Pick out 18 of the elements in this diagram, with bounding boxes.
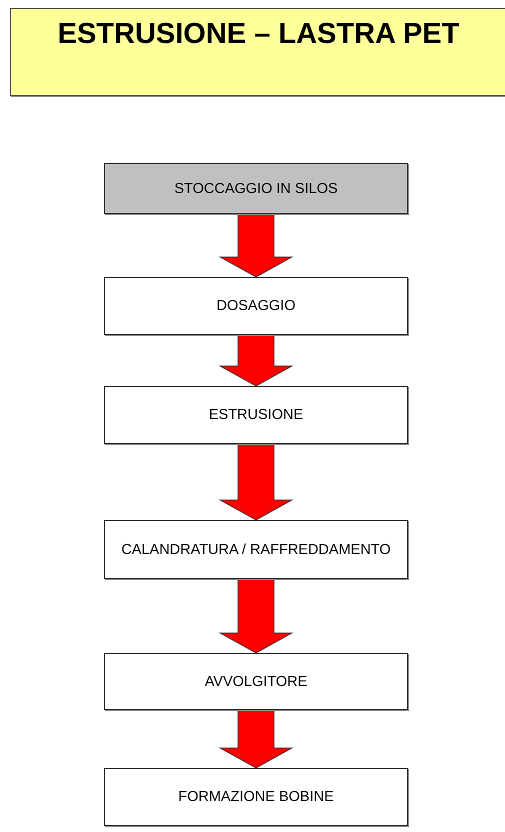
block-arrow <box>218 710 294 768</box>
process-box <box>104 653 408 710</box>
block-arrow <box>218 578 294 654</box>
process-label: STOCCAGGIO IN SILOS <box>174 180 338 198</box>
block-arrow <box>218 444 294 520</box>
process-box <box>104 520 408 579</box>
process-label: FORMAZIONE BOBINE <box>178 788 334 807</box>
block-arrow <box>218 214 294 278</box>
process-box <box>104 386 408 444</box>
title-text: ESTRUSIONE – LASTRA PET <box>56 17 460 52</box>
block-arrow <box>218 334 294 386</box>
process-label: CALANDRATURA / RAFFREDDAMENTO <box>121 540 391 560</box>
process-box <box>104 163 408 214</box>
process-label: DOSAGGIO <box>216 297 296 316</box>
process-label: AVVOLGITORE <box>204 672 308 692</box>
process-box <box>104 277 408 335</box>
process-box <box>104 768 408 826</box>
process-label: ESTRUSIONE <box>208 406 304 425</box>
